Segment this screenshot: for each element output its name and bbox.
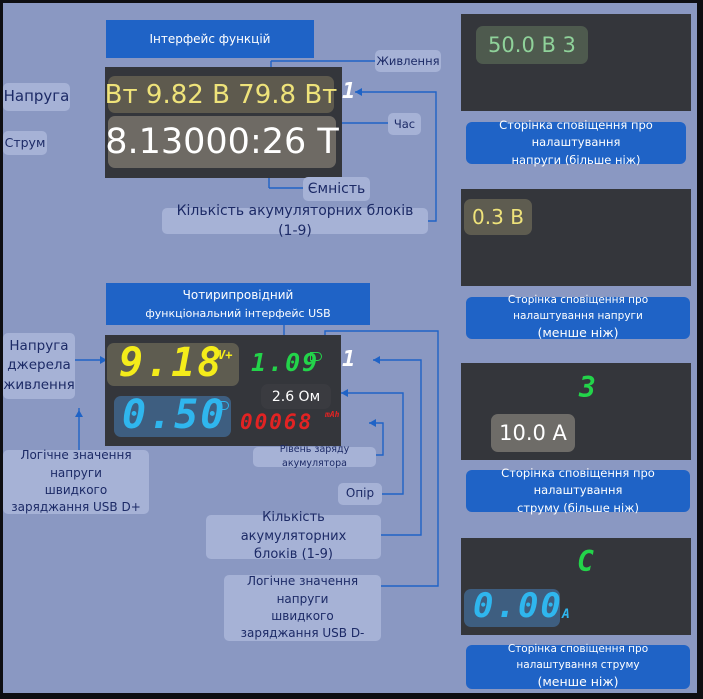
label-resistance: Опір <box>338 483 382 505</box>
interface2-current: 1.09 <box>251 348 320 377</box>
dplus-unit-icon <box>217 401 229 410</box>
alert-voltage-low-caption: Сторінка сповіщення про налаштування нап… <box>466 294 690 340</box>
interface1-line2-box: 8.13000:26 Т <box>105 116 339 168</box>
alert-current-low-display: 0.00 <box>473 586 563 626</box>
alert-current-high-caption: Сторінка сповіщення про налаштування стр… <box>466 466 690 515</box>
interface2-battery-count: 1 <box>342 347 358 372</box>
interface1-title: Інтерфейс функцій <box>149 32 271 46</box>
interface1-line1: Вт 9.82 В 79.8 Вт <box>104 79 338 110</box>
interface2-voltage-unit: V+ <box>218 348 233 362</box>
interface2-voltage: 9.18 <box>119 340 224 386</box>
label-dplus: Логічне значення напруги швидкого зарядж… <box>3 448 149 514</box>
alert-current-high-screen: 3 10.0 А <box>461 363 691 460</box>
current-unit-icon <box>310 352 322 361</box>
alert-current-low-screen: C 0.00 A <box>461 538 691 635</box>
label-supply-voltage: Напруга джерела живлення <box>3 333 75 399</box>
interface1-line1-box: Вт 9.82 В 79.8 Вт <box>105 76 337 113</box>
alert-voltage-high-display: 50.0 В 3 <box>476 26 588 64</box>
alert-voltage-high-caption: Сторінка сповіщення про налаштування нап… <box>466 118 686 167</box>
alert-current-low-caption: Сторінка сповіщення про налаштування стр… <box>466 643 690 689</box>
alert-current-high-display: 10.0 А <box>491 414 575 452</box>
resistance-popup: 2.6 Ом <box>261 384 331 409</box>
alert-voltage-low-display: 0.3 В <box>464 199 532 235</box>
label-current: Струм <box>3 131 47 155</box>
label-time: Час <box>388 113 421 135</box>
interface2-charge-unit: mAh <box>325 410 340 419</box>
label-dminus: Логічне значення напруги швидкого зарядж… <box>224 574 381 641</box>
label-battery-blocks-1: Кількість акумуляторних блоків (1-9) <box>162 203 428 239</box>
interface1-battery-count: 1 <box>342 79 358 104</box>
alert-current-low-digit: C <box>577 545 596 578</box>
interface2-dplus-box <box>114 396 231 437</box>
label-battery-blocks-2: Кількість акумуляторних блоків (1-9) <box>206 510 381 562</box>
interface2-dplus: 0.50 <box>122 392 227 438</box>
label-voltage: Напруга <box>3 83 70 111</box>
interface2-title-banner: Чотирипровідний функціональний інтерфейс… <box>106 283 370 325</box>
alert-current-low-unit: A <box>562 607 570 622</box>
label-power: Живлення <box>375 50 441 72</box>
interface2-voltage-box <box>107 343 239 386</box>
alert-current-high-digit: 3 <box>579 371 598 404</box>
infographic: Інтерфейс функцій Вт 9.82 В 79.8 Вт 8.13… <box>3 3 697 693</box>
interface2-title-line1: Чотирипровідний <box>182 288 294 303</box>
alert-current-low-display-box <box>464 589 560 627</box>
interface1-screen: Вт 9.82 В 79.8 Вт 8.13000:26 Т <box>105 67 342 178</box>
interface1-line2: 8.13000:26 Т <box>105 122 339 162</box>
alert-voltage-low-screen: 0.3 В <box>461 189 691 286</box>
interface1-title-banner: Інтерфейс функцій <box>106 20 314 58</box>
label-capacity: Ємність <box>303 177 370 201</box>
label-charge-level: Рівень заряду акумулятора <box>253 444 376 469</box>
alert-voltage-high-screen: 50.0 В 3 <box>461 14 691 111</box>
interface2-title-line2: функціональний інтерфейс USB <box>145 306 331 320</box>
interface2-charge: 00068 <box>240 410 314 434</box>
